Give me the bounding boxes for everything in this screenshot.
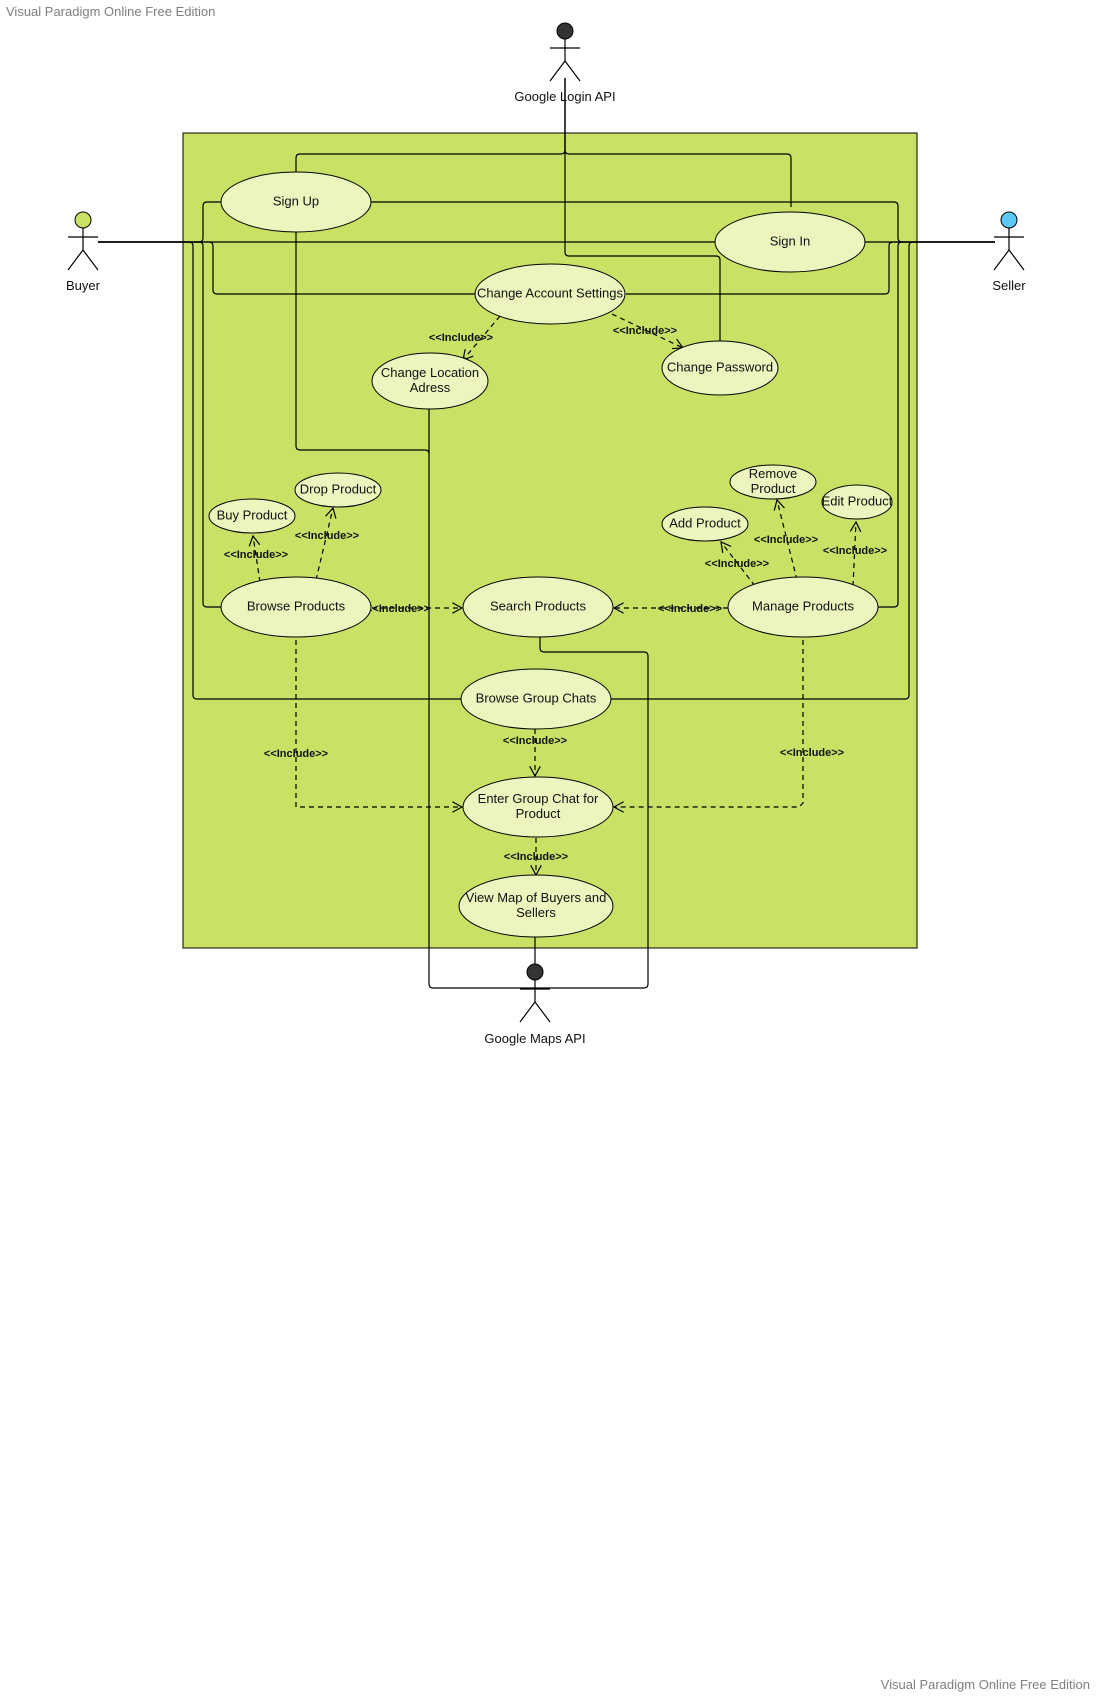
usecase-label: Browse Group Chats bbox=[476, 690, 597, 705]
usecase-label: Sign In bbox=[770, 233, 810, 248]
actor-google-maps[interactable]: Google Maps API bbox=[484, 963, 586, 1046]
usecase-label: Search Products bbox=[490, 598, 587, 613]
usecase-label: Browse Products bbox=[247, 598, 346, 613]
include-label: <<Include>> bbox=[754, 534, 818, 546]
assoc-seller-manage bbox=[878, 241, 995, 608]
inc-manage-enter: <<Include>> bbox=[612, 640, 844, 813]
usecase-label: Change Password bbox=[667, 359, 773, 374]
actor-google-login[interactable]: Google Login API bbox=[514, 22, 616, 104]
usecase-add-product[interactable]: Add Product bbox=[661, 506, 749, 542]
include-label: <<Include>> bbox=[613, 325, 677, 337]
actor-google-login-label: Google Login API bbox=[514, 89, 615, 104]
assoc-login-chgpwd bbox=[564, 78, 721, 343]
include-label: <<Include>> bbox=[780, 747, 844, 759]
assoc-buyer-browse bbox=[98, 241, 221, 608]
usecase-label: Change Account Settings bbox=[477, 285, 623, 300]
inc-browse-enter: <<Include>> bbox=[264, 640, 464, 813]
actor-google-maps-label: Google Maps API bbox=[484, 1031, 585, 1046]
actor-seller-label: Seller bbox=[992, 278, 1026, 293]
inc-account-password: <<Include>> bbox=[611, 313, 685, 350]
usecase-label: Remove bbox=[749, 466, 797, 481]
inc-browse-buy: <<Include>> bbox=[224, 534, 288, 583]
usecase-buy-product[interactable]: Buy Product bbox=[208, 498, 296, 534]
usecase-browse-products[interactable]: Browse Products bbox=[220, 576, 372, 638]
association-lines bbox=[98, 78, 995, 989]
usecase-label: Manage Products bbox=[752, 598, 854, 613]
include-label: <<Include>> bbox=[295, 530, 359, 542]
watermark-top: Visual Paradigm Online Free Edition bbox=[6, 4, 216, 19]
assoc-buyer-chats bbox=[98, 241, 461, 700]
assoc-maps-signup bbox=[295, 232, 430, 455]
include-dependencies: <<Include>> <<Include>> <<Include>> <<Inclu… bbox=[224, 313, 887, 877]
assoc-buyer-account bbox=[98, 241, 475, 295]
include-label: <<Include>> bbox=[429, 332, 493, 344]
actor-buyer-label: Buyer bbox=[66, 278, 101, 293]
usecase-label: Sellers bbox=[516, 905, 556, 920]
actor-head-icon bbox=[526, 963, 544, 981]
usecase-drop-product[interactable]: Drop Product bbox=[294, 472, 382, 508]
include-label: <<Include>> bbox=[224, 549, 288, 561]
include-label: <<Include>> bbox=[264, 748, 328, 760]
inc-browse-search: <<Include>> bbox=[366, 602, 464, 615]
usecase-browse-group-chats[interactable]: Browse Group Chats bbox=[460, 668, 612, 730]
include-label: <<Include>> bbox=[504, 851, 568, 863]
usecase-sign-in[interactable]: Sign In bbox=[714, 211, 866, 273]
usecase-label: Buy Product bbox=[217, 507, 288, 522]
use-cases: Sign Up Sign In Change Account SettingsCha… bbox=[208, 171, 893, 938]
usecase-label: Drop Product bbox=[300, 481, 377, 496]
include-label: <<Include>> bbox=[658, 603, 722, 615]
usecase-change-password[interactable]: Change Password bbox=[661, 340, 779, 396]
include-label: <<Include>> bbox=[705, 558, 769, 570]
inc-chats-enter: <<Include>> bbox=[503, 720, 567, 778]
include-label: <<Include>> bbox=[823, 545, 887, 557]
usecase-change-account-settings[interactable]: Change Account Settings bbox=[474, 263, 626, 325]
usecase-edit-product[interactable]: Edit Product bbox=[821, 484, 893, 520]
include-label: <<Include>> bbox=[503, 735, 567, 747]
usecase-label: Change Location bbox=[381, 365, 479, 380]
usecase-sign-up[interactable]: Sign Up bbox=[220, 171, 372, 233]
assoc-maps-search bbox=[535, 636, 649, 989]
actor-head-icon bbox=[1000, 211, 1018, 229]
usecase-label: View Map of Buyers and bbox=[466, 890, 607, 905]
assoc-seller-account bbox=[626, 241, 995, 295]
actor-seller[interactable]: Seller bbox=[992, 211, 1026, 293]
assoc-buyer-signup bbox=[98, 201, 221, 243]
usecase-label: Sign Up bbox=[273, 193, 319, 208]
actor-head-icon bbox=[74, 211, 92, 229]
inc-manage-remove: <<Include>> bbox=[754, 498, 818, 581]
inc-manage-add: <<Include>> bbox=[705, 541, 769, 587]
include-label: <<Include>> bbox=[366, 603, 430, 615]
inc-manage-edit: <<Include>> bbox=[823, 520, 887, 587]
usecase-manage-products[interactable]: Manage Products bbox=[727, 576, 879, 638]
actor-buyer[interactable]: Buyer bbox=[66, 211, 101, 293]
assoc-maps-location bbox=[428, 408, 535, 989]
usecase-label: Enter Group Chat for bbox=[478, 791, 599, 806]
usecase-label: Edit Product bbox=[822, 493, 893, 508]
watermark-bottom: Visual Paradigm Online Free Edition bbox=[880, 1677, 1090, 1692]
usecase-label: Product bbox=[751, 481, 796, 496]
usecase-label: Add Product bbox=[669, 515, 741, 530]
inc-browse-drop: <<Include>> bbox=[295, 506, 359, 581]
assoc-seller-chats bbox=[610, 241, 995, 700]
usecase-label: Adress bbox=[410, 380, 451, 395]
usecase-search-products[interactable]: Search Products bbox=[462, 576, 614, 638]
actor-head-icon bbox=[556, 22, 574, 40]
inc-manage-search: <<Include>> bbox=[612, 602, 728, 615]
usecase-label: Product bbox=[516, 806, 561, 821]
